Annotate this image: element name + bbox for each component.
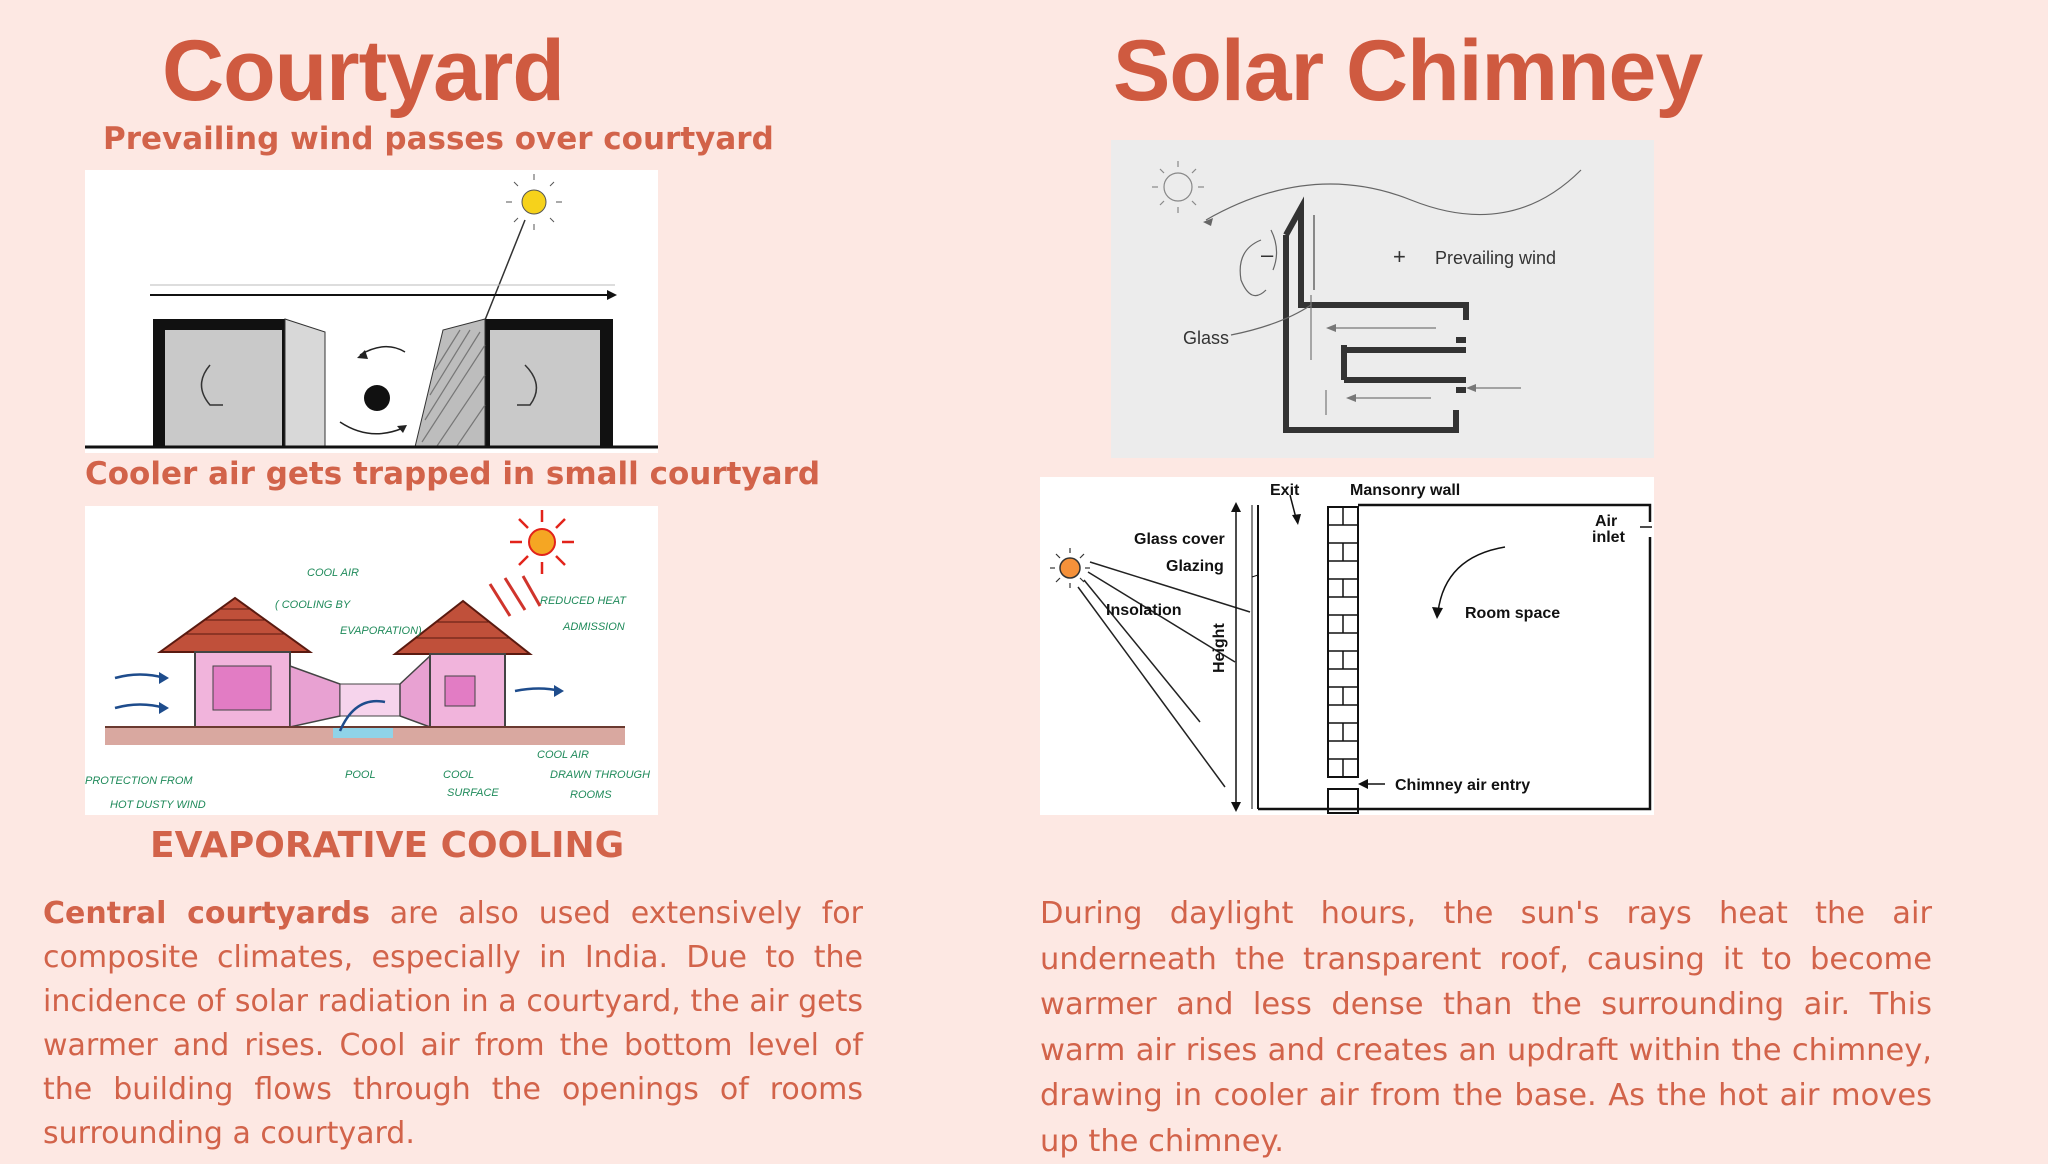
sun-icon [1050, 548, 1090, 588]
courtyard-title: Courtyard [162, 23, 565, 119]
courtyard-wind-diagram [85, 170, 658, 453]
label-hot-dusty-wind: HOT DUSTY WIND [110, 799, 206, 811]
label-glass: Glass [1183, 328, 1229, 348]
evaporative-cooling-heading: EVAPORATIVE COOLING [150, 825, 625, 866]
label-cool-air-2: COOL AIR [537, 749, 589, 761]
label-room-space: Room space [1465, 605, 1560, 622]
label-height: Height [1211, 623, 1228, 673]
paragraph-body: are also used extensively for composite … [43, 896, 863, 1151]
solar-chimney-paragraph: During daylight hours, the sun's rays he… [1040, 896, 1932, 1159]
sun-icon [506, 174, 562, 230]
label-drawn-through: DRAWN THROUGH [550, 769, 650, 781]
caption-prevailing-wind: Prevailing wind passes over courtyard [103, 121, 774, 157]
evaporative-cooling-diagram: COOL AIR ( COOLING BY EVAPORATION) REDUC… [85, 506, 658, 815]
label-glass-cover: Glass cover [1134, 531, 1225, 548]
solar-chimney-section-diagram: Exit Mansonry wall Glass cover Glazing I… [1040, 477, 1654, 815]
label-plus: + [1393, 244, 1406, 269]
solar-chimney-title: Solar Chimney [1113, 23, 1703, 119]
label-cool-air: COOL AIR [307, 567, 359, 579]
label-chimney-air-entry: Chimney air entry [1395, 777, 1530, 794]
sun-icon [1152, 161, 1204, 213]
label-cooling-by: ( COOLING BY [275, 599, 351, 611]
label-reduced-heat: REDUCED HEAT [540, 595, 627, 607]
label-surface: SURFACE [447, 787, 499, 799]
caption-cooler-air: Cooler air gets trapped in small courtya… [85, 456, 821, 492]
label-inlet: inlet [1592, 529, 1626, 546]
label-air: Air [1595, 513, 1617, 530]
label-admission: ADMISSION [562, 621, 625, 633]
label-rooms: ROOMS [570, 789, 612, 801]
label-insolation: Insolation [1106, 602, 1182, 619]
paragraph-bold-lead: Central courtyards [43, 896, 370, 931]
label-exit: Exit [1270, 482, 1300, 499]
label-pool: POOL [345, 769, 376, 781]
courtyard-paragraph: Central courtyards are also used extensi… [43, 892, 863, 1156]
label-protection-from: PROTECTION FROM [85, 775, 193, 787]
label-minus: – [1261, 242, 1274, 267]
label-glazing: Glazing [1166, 558, 1224, 575]
solar-chimney-wind-diagram: – + Prevailing wind Glass [1111, 140, 1654, 458]
label-cool: COOL [443, 769, 474, 781]
label-masonry-wall: Mansonry wall [1350, 482, 1460, 499]
label-prevailing-wind: Prevailing wind [1435, 248, 1556, 268]
sun-icon [510, 510, 574, 574]
label-evaporation: EVAPORATION) [340, 625, 422, 637]
